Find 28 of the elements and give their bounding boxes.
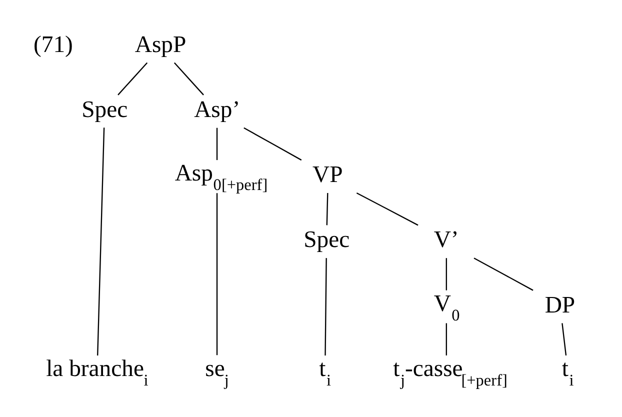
node-text: t$_{i}$ <box>319 355 332 389</box>
connector <box>216 192 218 355</box>
node-text: se$_{j}$ <box>205 355 229 389</box>
node-text: Asp’ <box>194 96 240 122</box>
connector <box>216 127 218 160</box>
node-text: V’ <box>434 226 459 253</box>
node-text: Spec <box>82 96 128 122</box>
connector <box>244 126 302 160</box>
connector <box>118 62 148 95</box>
connector <box>562 322 567 355</box>
node-text: Asp$_{0[+perf]}$ <box>174 160 268 194</box>
connector <box>326 192 328 225</box>
label: (71) <box>34 31 73 58</box>
node-text: AspP <box>134 31 186 58</box>
node-text: t$_{i}$ <box>562 355 574 389</box>
node-text: VP <box>312 162 343 188</box>
connector <box>174 62 204 95</box>
node-text: Spec <box>304 226 350 253</box>
connector <box>446 322 448 355</box>
node-text: DP <box>544 292 576 318</box>
node-text: la branche$_{i}$ <box>46 355 148 389</box>
connector <box>474 257 534 290</box>
connector <box>446 258 448 290</box>
connector <box>97 127 105 356</box>
connector <box>324 258 327 355</box>
connector <box>356 192 418 226</box>
node-text: t$_{j}$-casse$_{[+perf]}$ <box>393 355 508 389</box>
node-text: V$_{0}$ <box>434 290 460 324</box>
